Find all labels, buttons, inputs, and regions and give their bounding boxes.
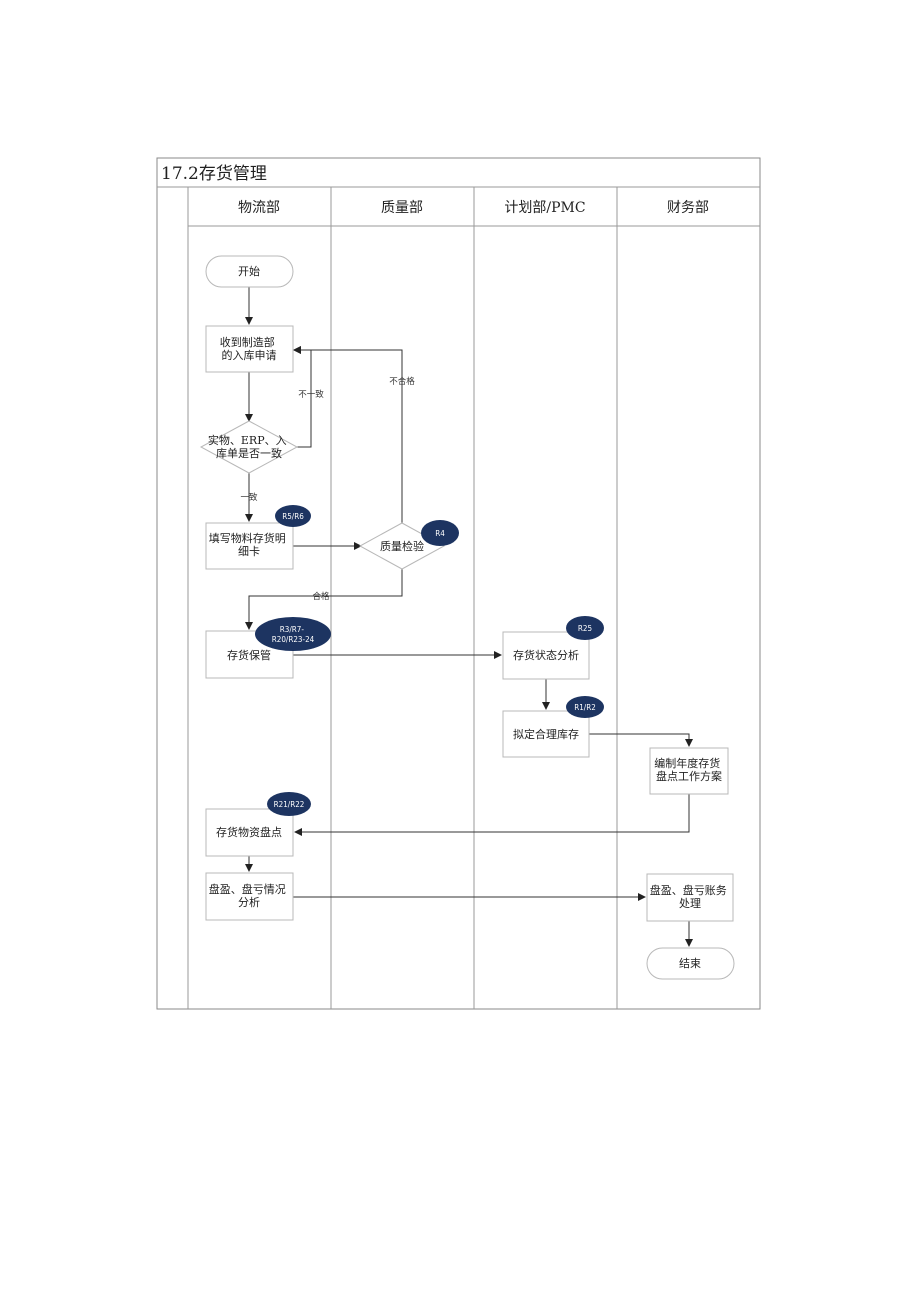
badge-r4: R4 [421, 520, 459, 546]
node-status-analysis-label: 存货状态分析 [513, 648, 579, 662]
node-set-stock: 拟定合理库存 [502, 710, 590, 758]
node-receive-request-line1: 收到制造部 [220, 335, 275, 349]
node-surplus-analysis-line2: 分析 [238, 895, 260, 909]
badge-r5-r6-label: R5/R6 [282, 512, 304, 521]
node-fill-card-line1: 填写物料存货明 [209, 531, 286, 545]
node-fill-card-line2: 细卡 [238, 545, 260, 558]
lane-header-planning: 计划部/PMC [504, 200, 585, 216]
edge-quality-unqualified [293, 346, 403, 523]
badge-r3-label: R3/R7- R20/R23-24 [272, 625, 315, 644]
lane-headers: 物流部 质量部 计划部/PMC 财务部 [238, 200, 709, 216]
node-consistency-check-line2: 库单是否一致 [216, 446, 282, 460]
node-accounting-line1: 盘盈、盘亏账务 [650, 883, 727, 897]
node-inventory-count-label: 存货物资盘点 [216, 825, 282, 839]
node-annual-plan-line2: 盘点工作方案 [656, 769, 722, 783]
badge-r3-line2: R20/R23-24 [272, 635, 315, 644]
badge-r21-r22: R21/R22 [267, 792, 311, 816]
node-storage-label: 存货保管 [227, 648, 271, 662]
badge-r3-r7-r20-r23-24: R3/R7- R20/R23-24 [255, 617, 331, 651]
node-consistency-check-label: 实物、ERP、入 库单是否一致 [208, 433, 290, 460]
node-fill-card-label: 填写物料存货明 细卡 [209, 531, 290, 558]
edge-plan-to-count [294, 794, 690, 836]
lane-header-finance: 财务部 [667, 200, 709, 216]
badge-r1-r2: R1/R2 [566, 696, 604, 718]
lane-header-quality: 质量部 [381, 200, 423, 216]
node-annual-plan-label: 编制年度存货 盘点工作方案 [654, 756, 724, 783]
node-inventory-count: 存货物资盘点 [205, 808, 294, 857]
node-annual-plan: 编制年度存货 盘点工作方案 [649, 747, 729, 795]
diagram-title: 17.2存货管理 [161, 164, 267, 184]
node-accounting-line2: 处理 [679, 897, 701, 910]
badge-r1-r2-label: R1/R2 [574, 703, 596, 712]
node-set-stock-label: 拟定合理库存 [513, 727, 579, 741]
badge-r25-label: R25 [578, 624, 592, 633]
node-receive-request-line2: 的入库申请 [222, 348, 277, 362]
node-surplus-analysis-label: 盘盈、盘亏情况 分析 [209, 882, 290, 909]
badge-r25: R25 [566, 616, 604, 640]
label-unqualified: 不合格 [389, 376, 415, 387]
node-fill-card: 填写物料存货明 细卡 [205, 522, 294, 570]
node-quality-inspection-label: 质量检验 [380, 539, 424, 553]
node-end: 结束 [646, 947, 735, 980]
edge-set-stock-to-plan [589, 733, 693, 747]
node-status-analysis: 存货状态分析 [502, 631, 590, 680]
node-consistency-check-line1: 实物、ERP、入 [208, 433, 287, 447]
node-start-label: 开始 [238, 264, 260, 278]
node-receive-request-label: 收到制造部 的入库申请 [220, 335, 279, 362]
connectors [245, 287, 693, 947]
badge-r4-label: R4 [435, 529, 445, 538]
label-qualified: 合格 [312, 591, 330, 602]
edge-labels: 不一致 不合格 一致 合格 [240, 376, 415, 602]
badge-r21-r22-label: R21/R22 [274, 800, 305, 809]
node-end-label: 结束 [679, 957, 701, 970]
node-accounting-label: 盘盈、盘亏账务 处理 [650, 883, 731, 910]
node-surplus-analysis-line1: 盘盈、盘亏情况 [209, 882, 286, 896]
node-receive-request: 收到制造部 的入库申请 [205, 325, 294, 373]
node-start: 开始 [205, 255, 294, 288]
label-mismatch: 不一致 [298, 389, 324, 400]
badge-r3-line1: R3/R7- [280, 625, 305, 634]
node-accounting: 盘盈、盘亏账务 处理 [646, 873, 734, 922]
edge-quality-qualified [245, 569, 403, 630]
lane-header-logistics: 物流部 [238, 200, 280, 216]
badge-r5-r6: R5/R6 [275, 505, 311, 527]
label-match: 一致 [240, 492, 258, 503]
diagram-frame [156, 157, 761, 1010]
node-annual-plan-line1: 编制年度存货 [654, 756, 720, 770]
node-surplus-analysis: 盘盈、盘亏情况 分析 [205, 872, 294, 921]
node-consistency-check: 实物、ERP、入 库单是否一致 [199, 420, 299, 474]
